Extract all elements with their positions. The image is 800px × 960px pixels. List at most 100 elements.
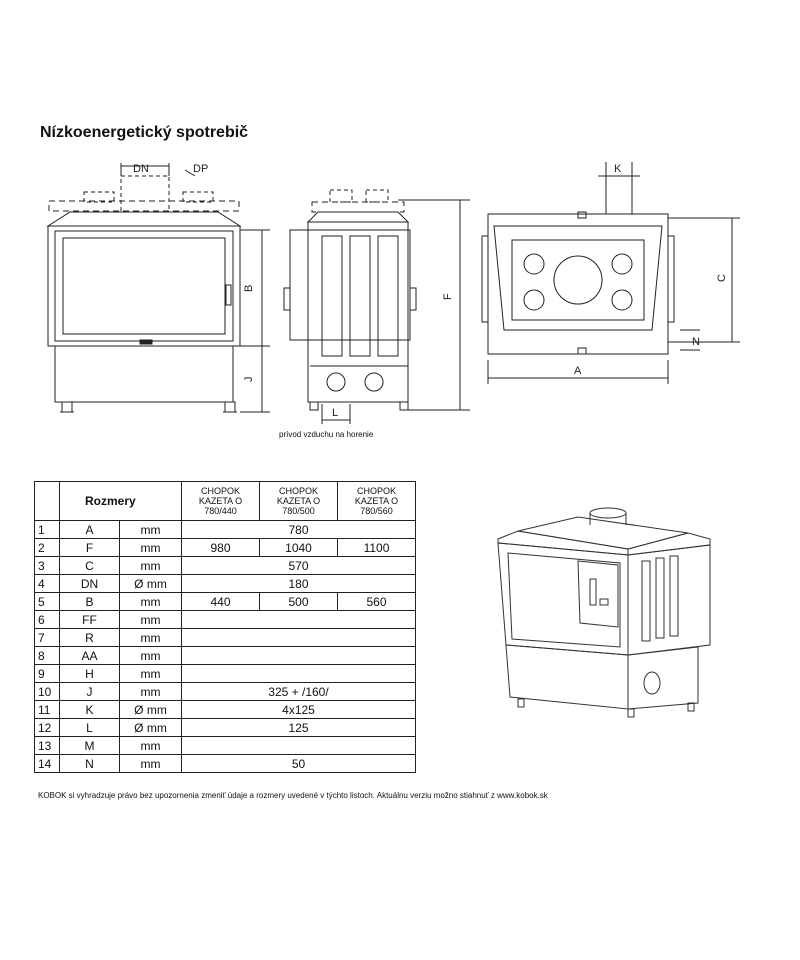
technical-drawings: DN DP B J F L K C N A bbox=[46, 162, 740, 424]
header-blank-cell bbox=[34, 481, 60, 521]
row-unit-cell: mm bbox=[119, 592, 182, 611]
model-header-line: KAZETA O bbox=[354, 496, 399, 506]
row-symbol-cell: F bbox=[59, 538, 120, 557]
model-header-line: KAZETA O bbox=[276, 496, 321, 506]
row-number-cell: 9 bbox=[34, 664, 60, 683]
row-number-cell: 11 bbox=[34, 700, 60, 719]
row-unit-cell: mm bbox=[119, 610, 182, 629]
model-header-line: 780/440 bbox=[204, 506, 237, 516]
row-symbol-cell: K bbox=[59, 700, 120, 719]
row-number-cell: 13 bbox=[34, 736, 60, 755]
page-title: Nízkoenergetický spotrebič bbox=[40, 124, 249, 141]
dim-label-dp: DP bbox=[193, 163, 208, 175]
perspective-illustration bbox=[497, 507, 711, 718]
row-value-cell: 780 bbox=[181, 520, 416, 539]
row-symbol-cell: J bbox=[59, 682, 120, 701]
row-number-cell: 5 bbox=[34, 592, 60, 611]
row-value-cell: 560 bbox=[337, 592, 416, 611]
row-unit-cell: mm bbox=[119, 754, 182, 773]
row-unit-cell: mm bbox=[119, 664, 182, 683]
dim-label-b: B bbox=[243, 285, 255, 292]
row-unit-cell: mm bbox=[119, 646, 182, 665]
front-view-drawing bbox=[46, 163, 270, 413]
row-unit-cell: Ø mm bbox=[119, 718, 182, 737]
model-header-line: CHOPOK bbox=[278, 486, 318, 496]
model-header-line: KAZETA O bbox=[198, 496, 243, 506]
row-unit-cell: mm bbox=[119, 538, 182, 557]
row-unit-cell: mm bbox=[119, 736, 182, 755]
row-symbol-cell: A bbox=[59, 520, 120, 539]
row-number-cell: 10 bbox=[34, 682, 60, 701]
row-unit-cell: mm bbox=[119, 682, 182, 701]
model-header-line: 780/560 bbox=[360, 506, 393, 516]
dim-label-dn: DN bbox=[133, 163, 149, 175]
row-number-cell: 14 bbox=[34, 754, 60, 773]
row-value-cell: 1100 bbox=[337, 538, 416, 557]
row-symbol-cell: FF bbox=[59, 610, 120, 629]
row-symbol-cell: R bbox=[59, 628, 120, 647]
row-number-cell: 4 bbox=[34, 574, 60, 593]
dim-label-k: K bbox=[614, 163, 622, 175]
row-value-cell: 1040 bbox=[259, 538, 338, 557]
row-symbol-cell: L bbox=[59, 718, 120, 737]
row-symbol-cell: M bbox=[59, 736, 120, 755]
row-unit-cell: Ø mm bbox=[119, 700, 182, 719]
row-symbol-cell: B bbox=[59, 592, 120, 611]
row-number-cell: 6 bbox=[34, 610, 60, 629]
row-number-cell: 8 bbox=[34, 646, 60, 665]
dim-label-a: A bbox=[574, 365, 582, 377]
row-value-cell: 570 bbox=[181, 556, 416, 575]
row-value-cell: 4x125 bbox=[181, 700, 416, 719]
row-symbol-cell: H bbox=[59, 664, 120, 683]
row-value-cell bbox=[181, 664, 416, 683]
model-header-line: CHOPOK bbox=[356, 486, 396, 496]
dim-label-n: N bbox=[692, 336, 700, 348]
table-title-cell: Rozmery bbox=[59, 481, 182, 521]
model-header-line: 780/500 bbox=[282, 506, 315, 516]
dim-label-f: F bbox=[442, 293, 454, 300]
row-number-cell: 2 bbox=[34, 538, 60, 557]
row-unit-cell: Ø mm bbox=[119, 574, 182, 593]
row-number-cell: 12 bbox=[34, 718, 60, 737]
row-symbol-cell: AA bbox=[59, 646, 120, 665]
row-number-cell: 3 bbox=[34, 556, 60, 575]
row-value-cell bbox=[181, 736, 416, 755]
row-value-cell: 980 bbox=[181, 538, 260, 557]
row-value-cell bbox=[181, 646, 416, 665]
row-value-cell: 500 bbox=[259, 592, 338, 611]
row-value-cell: 325 + /160/ bbox=[181, 682, 416, 701]
dim-label-c: C bbox=[716, 274, 728, 282]
dim-label-j: J bbox=[243, 377, 255, 383]
row-number-cell: 1 bbox=[34, 520, 60, 539]
row-unit-cell: mm bbox=[119, 520, 182, 539]
row-value-cell bbox=[181, 628, 416, 647]
row-symbol-cell: N bbox=[59, 754, 120, 773]
row-unit-cell: mm bbox=[119, 556, 182, 575]
dim-label-l: L bbox=[332, 407, 338, 419]
row-symbol-cell: DN bbox=[59, 574, 120, 593]
model-header-line: CHOPOK bbox=[200, 486, 240, 496]
row-value-cell: 440 bbox=[181, 592, 260, 611]
row-value-cell: 125 bbox=[181, 718, 416, 737]
air-supply-caption: prívod vzduchu na horenie bbox=[279, 430, 374, 439]
top-view-drawing bbox=[481, 162, 740, 384]
row-number-cell: 7 bbox=[34, 628, 60, 647]
row-value-cell: 50 bbox=[181, 754, 416, 773]
